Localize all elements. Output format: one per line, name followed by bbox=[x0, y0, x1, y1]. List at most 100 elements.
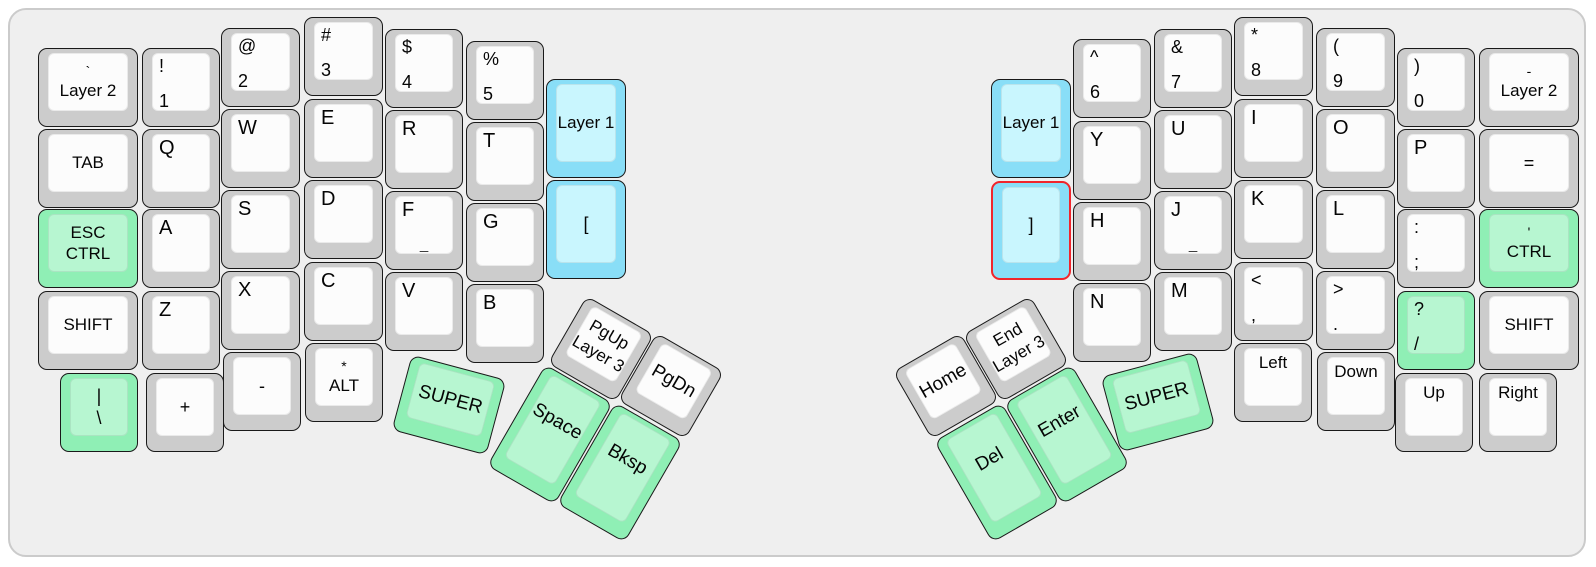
keycap-face bbox=[1407, 214, 1465, 272]
keycap-face bbox=[152, 214, 210, 272]
key-z[interactable]: Z bbox=[142, 291, 220, 370]
keycap-face bbox=[152, 134, 210, 192]
key-dollar-4[interactable]: $4 bbox=[385, 29, 463, 108]
key-layer1-left[interactable]: Layer 1 bbox=[546, 79, 626, 178]
key-c[interactable]: C bbox=[304, 262, 383, 341]
key-grave-layer2[interactable]: `Layer 2 bbox=[38, 48, 138, 127]
key-h[interactable]: H bbox=[1073, 202, 1151, 281]
key-e[interactable]: E bbox=[304, 99, 383, 178]
keycap-face bbox=[156, 378, 214, 436]
key-a[interactable]: A bbox=[142, 209, 220, 288]
keycap-face bbox=[476, 289, 534, 347]
keycap-face bbox=[476, 46, 534, 104]
keycap-face bbox=[48, 134, 128, 192]
key-plus[interactable]: + bbox=[146, 373, 224, 452]
key-equals[interactable]: = bbox=[1479, 129, 1579, 208]
keycap-face bbox=[395, 196, 453, 254]
key-y[interactable]: Y bbox=[1073, 121, 1151, 200]
key-m[interactable]: M bbox=[1154, 272, 1232, 351]
keycap-face bbox=[314, 104, 373, 162]
keycap-face bbox=[231, 276, 290, 334]
key-quote-ctrl[interactable]: 'CTRL bbox=[1479, 209, 1579, 288]
keycap-face bbox=[152, 296, 210, 354]
key-b[interactable]: B bbox=[466, 284, 544, 363]
key-shift-left[interactable]: SHIFT bbox=[38, 291, 138, 370]
key-arrow-down[interactable]: Down bbox=[1317, 352, 1395, 431]
keycap-face bbox=[1083, 207, 1141, 265]
keycap-face bbox=[556, 84, 616, 162]
key-lt-comma[interactable]: <, bbox=[1234, 262, 1313, 341]
keycap-face bbox=[314, 185, 373, 243]
keycap-face bbox=[1244, 104, 1303, 162]
key-caret-6[interactable]: ^6 bbox=[1073, 39, 1151, 118]
key-minus[interactable]: - bbox=[223, 352, 301, 431]
key-paren-9[interactable]: (9 bbox=[1316, 28, 1395, 107]
keycap-face bbox=[556, 185, 616, 263]
keycap-face bbox=[231, 114, 290, 172]
key-arrow-up[interactable]: Up bbox=[1395, 373, 1473, 452]
keycap-face bbox=[1489, 53, 1569, 111]
keycap-face bbox=[1244, 185, 1303, 243]
keycap-face bbox=[1164, 34, 1222, 92]
key-d[interactable]: D bbox=[304, 180, 383, 259]
keycap-face bbox=[1111, 359, 1202, 435]
keycap-face bbox=[1244, 267, 1303, 325]
key-layer1-right[interactable]: Layer 1 bbox=[991, 79, 1071, 178]
key-question-slash[interactable]: ?/ bbox=[1397, 291, 1475, 370]
keycap-face bbox=[1083, 288, 1141, 346]
keycap-face bbox=[1326, 33, 1385, 91]
key-tab[interactable]: TAB bbox=[38, 129, 138, 208]
keycap-face bbox=[1489, 134, 1569, 192]
key-excl-1[interactable]: !1 bbox=[142, 48, 220, 127]
key-gt-period[interactable]: >. bbox=[1316, 271, 1395, 350]
keycap-face bbox=[1164, 196, 1222, 254]
key-l[interactable]: L bbox=[1316, 190, 1395, 269]
keycap-face bbox=[1002, 187, 1060, 263]
keycap-face bbox=[1083, 44, 1141, 102]
key-k[interactable]: K bbox=[1234, 180, 1313, 259]
keycap-face bbox=[70, 378, 128, 436]
key-star-8[interactable]: *8 bbox=[1234, 17, 1313, 96]
key-at-2[interactable]: @2 bbox=[221, 28, 300, 107]
key-j[interactable]: J_ bbox=[1154, 191, 1232, 270]
key-v[interactable]: V bbox=[385, 272, 463, 351]
key-hash-3[interactable]: #3 bbox=[304, 17, 383, 96]
keycap-face bbox=[395, 34, 453, 92]
key-colon-semicolon[interactable]: :; bbox=[1397, 209, 1475, 288]
key-left-bracket[interactable]: [ bbox=[546, 180, 626, 279]
key-q[interactable]: Q bbox=[142, 129, 220, 208]
keycap-face bbox=[1327, 357, 1385, 415]
key-arrow-left[interactable]: Left bbox=[1234, 343, 1312, 422]
key-paren-0[interactable]: )0 bbox=[1397, 48, 1475, 127]
keycap-face bbox=[1407, 296, 1465, 354]
key-percent-5[interactable]: %5 bbox=[466, 41, 544, 120]
key-s[interactable]: S bbox=[221, 190, 300, 269]
key-pipe-backslash[interactable]: |\ bbox=[60, 373, 138, 452]
key-right-bracket[interactable]: ] bbox=[991, 181, 1071, 280]
key-p[interactable]: P bbox=[1397, 129, 1475, 208]
key-u[interactable]: U bbox=[1154, 110, 1232, 189]
key-shift-right[interactable]: SHIFT bbox=[1479, 291, 1579, 370]
key-x[interactable]: X bbox=[221, 271, 300, 350]
keycap-face bbox=[476, 208, 534, 266]
key-arrow-right[interactable]: Right bbox=[1479, 373, 1557, 452]
key-n[interactable]: N bbox=[1073, 283, 1151, 362]
keycap-face bbox=[1407, 134, 1465, 192]
key-i[interactable]: I bbox=[1234, 99, 1313, 178]
keycap-face bbox=[1489, 378, 1547, 436]
key-amp-7[interactable]: &7 bbox=[1154, 29, 1232, 108]
key-star-alt[interactable]: *ALT bbox=[305, 343, 383, 422]
keycap-face bbox=[152, 53, 210, 111]
keycap-face bbox=[1244, 348, 1302, 406]
keycap-face bbox=[1164, 115, 1222, 173]
key-t[interactable]: T bbox=[466, 122, 544, 201]
keycap-face bbox=[1405, 378, 1463, 436]
key-w[interactable]: W bbox=[221, 109, 300, 188]
key-g[interactable]: G bbox=[466, 203, 544, 282]
key-minus-layer2[interactable]: -Layer 2 bbox=[1479, 48, 1579, 127]
key-r[interactable]: R bbox=[385, 110, 463, 189]
key-o[interactable]: O bbox=[1316, 109, 1395, 188]
key-f[interactable]: F_ bbox=[385, 191, 463, 270]
